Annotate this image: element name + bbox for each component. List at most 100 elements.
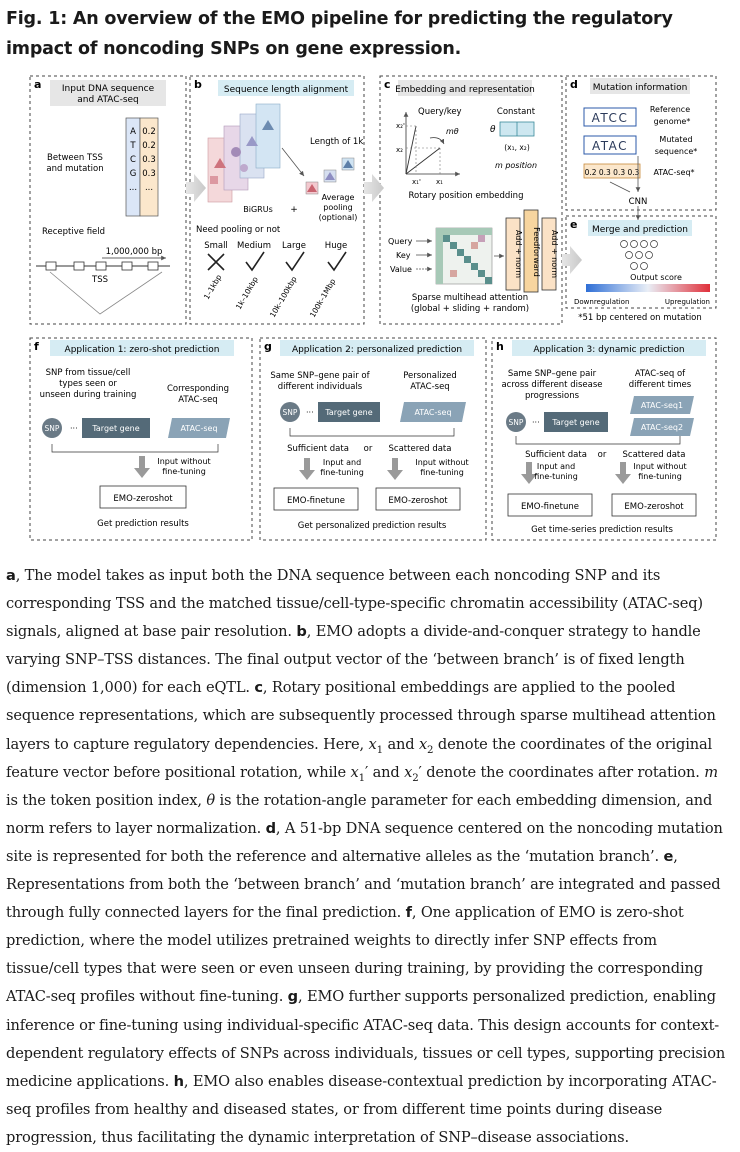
alt-seq: ATAC <box>592 139 628 153</box>
range-huge: 100k–1Mbp <box>308 277 338 319</box>
receptive-field-label: Receptive field <box>42 227 105 237</box>
footnote: *51 bp centered on mutation <box>578 313 702 323</box>
input-and-g-2: fine-tuning <box>320 468 364 477</box>
caption-segment: f <box>405 904 412 922</box>
snp-f: SNP <box>45 424 60 433</box>
panel-h-letter: h <box>496 340 504 353</box>
panel-c-header: Embedding and representation <box>395 85 535 95</box>
atac2-h: ATAC-seq2 <box>641 423 683 432</box>
caption-segment: c <box>254 679 263 697</box>
sufficient-h: Sufficient data <box>525 450 587 460</box>
panel-e-letter: e <box>570 218 577 231</box>
x1x2-label: (x₁, x₂) <box>504 143 530 152</box>
caption-segment: , A 51-bp DNA sequence centered on the n… <box>6 819 723 865</box>
need-pooling-label: Need pooling or not <box>196 225 281 235</box>
snp-g: SNP <box>283 408 298 417</box>
caption-segment: , One application of EMO is zero-shot pr… <box>6 904 703 1006</box>
caption-segment: e <box>663 847 674 865</box>
atac-g: ATAC-seq <box>414 408 451 417</box>
panel-b-header-box <box>218 80 354 96</box>
tss-label: TSS <box>91 275 108 285</box>
or-g: or <box>364 444 373 454</box>
panel-a-letter: a <box>34 78 41 91</box>
attention-matrix <box>435 227 493 285</box>
down-label: Downregulation <box>574 298 629 306</box>
same-pair-h-1: Same SNP–gene pair <box>508 369 597 379</box>
caption-segment: g <box>287 988 298 1006</box>
caption-segment: x <box>418 735 428 753</box>
plus-sign: + <box>290 205 298 215</box>
check-mark-huge <box>327 251 347 272</box>
atac1-h: ATAC-seq1 <box>641 401 683 410</box>
caption-segment: , The model takes as input both the DNA … <box>6 567 703 641</box>
m-theta-label: mθ <box>446 127 459 136</box>
atac-val-0: 0.2 <box>142 127 156 137</box>
personalized-2: ATAC-seq <box>410 382 449 392</box>
caption-segment: x <box>350 763 359 781</box>
panel-e-header-box <box>588 220 692 236</box>
arrow-c-to-e <box>562 246 582 274</box>
range-small: 1–1kbp <box>202 273 223 301</box>
atac-f: ATAC-seq <box>180 424 217 433</box>
emo-zeroshot-h-box <box>611 493 697 517</box>
dots-h: ··· <box>532 418 540 427</box>
theta-label: θ <box>490 125 496 135</box>
result-f: Get prediction results <box>97 519 189 529</box>
score-gradient-bar <box>586 284 710 292</box>
caption-segment: denote the coordinates of the original f… <box>6 735 713 781</box>
panel-g-frame <box>259 337 487 541</box>
panel-c-frame <box>379 75 563 325</box>
size-large: Large <box>282 241 306 251</box>
target-gene-g: Target gene <box>324 408 372 417</box>
base-2: C <box>130 155 136 165</box>
input-without-f-2: fine-tuning <box>162 467 206 476</box>
base-4: ... <box>129 183 137 193</box>
snp-dot-f <box>42 418 62 438</box>
caption-segment: x <box>404 763 413 781</box>
constant-label: Constant <box>497 107 536 117</box>
input-and-g-1: Input and <box>323 458 361 467</box>
feedforward-label: Feedforward <box>532 227 541 277</box>
panel-d-header: Mutation information <box>593 83 688 93</box>
panel-h-header: Application 3: dynamic prediction <box>533 345 684 355</box>
length-label: Length of 1k <box>310 137 363 147</box>
size-medium: Medium <box>237 241 271 251</box>
emo-zeroshot-g: EMO-zeroshot <box>388 496 448 506</box>
ref-seq: ATCC <box>592 111 629 125</box>
base-1: T <box>129 141 136 151</box>
atac-val-4: ... <box>145 183 153 193</box>
between-label-1: Between TSS <box>47 153 103 163</box>
scattered-g: Scattered data <box>389 444 452 454</box>
target-gene-box-h <box>544 412 608 432</box>
size-huge: Huge <box>325 241 347 251</box>
panel-h-header-box <box>512 340 706 356</box>
rope-label: Rotary position embedding <box>409 191 524 201</box>
atac-val-2: 0.3 <box>142 155 156 165</box>
panel-c-header-box <box>398 80 532 96</box>
atac-val-1: 0.2 <box>142 141 156 151</box>
panel-a-header-line2: and ATAC-seq <box>77 95 139 105</box>
sufficient-g: Sufficient data <box>287 444 349 454</box>
caption-segment: , Representations from both the ‘between… <box>6 847 721 922</box>
caption-segment: denote the coordinates after rotation. <box>421 763 705 781</box>
alt-label-2: sequence* <box>655 147 698 156</box>
caption-segment: a <box>6 567 16 584</box>
scattered-h: Scattered data <box>623 450 686 460</box>
emo-zeroshot-h: EMO-zeroshot <box>624 502 684 512</box>
m-position-label: m position <box>495 161 537 170</box>
x1-prime: x₁' <box>412 178 421 186</box>
caption-segment: m <box>704 763 718 781</box>
atac-times-1: ATAC-seq of <box>635 369 686 379</box>
alt-seq-box <box>583 135 637 155</box>
atac-column <box>139 117 159 217</box>
alt-label-1: Mutated <box>659 135 692 144</box>
input-without-h-2: fine-tuning <box>638 472 682 481</box>
pipeline-figure: a Input DNA sequence and ATAC-seq A T C … <box>0 64 740 548</box>
panel-f-header: Application 1: zero-shot prediction <box>65 345 220 355</box>
pipeline-diagram: a Input DNA sequence and ATAC-seq A T C … <box>29 75 717 541</box>
panel-f-header-box <box>50 340 234 356</box>
caption-segment: 1 <box>358 772 366 784</box>
atac-times-2: different times <box>629 380 692 390</box>
same-pair-h-2: across different disease <box>501 380 602 390</box>
caption-segment: is the rotation-angle parameter for each… <box>6 791 713 837</box>
